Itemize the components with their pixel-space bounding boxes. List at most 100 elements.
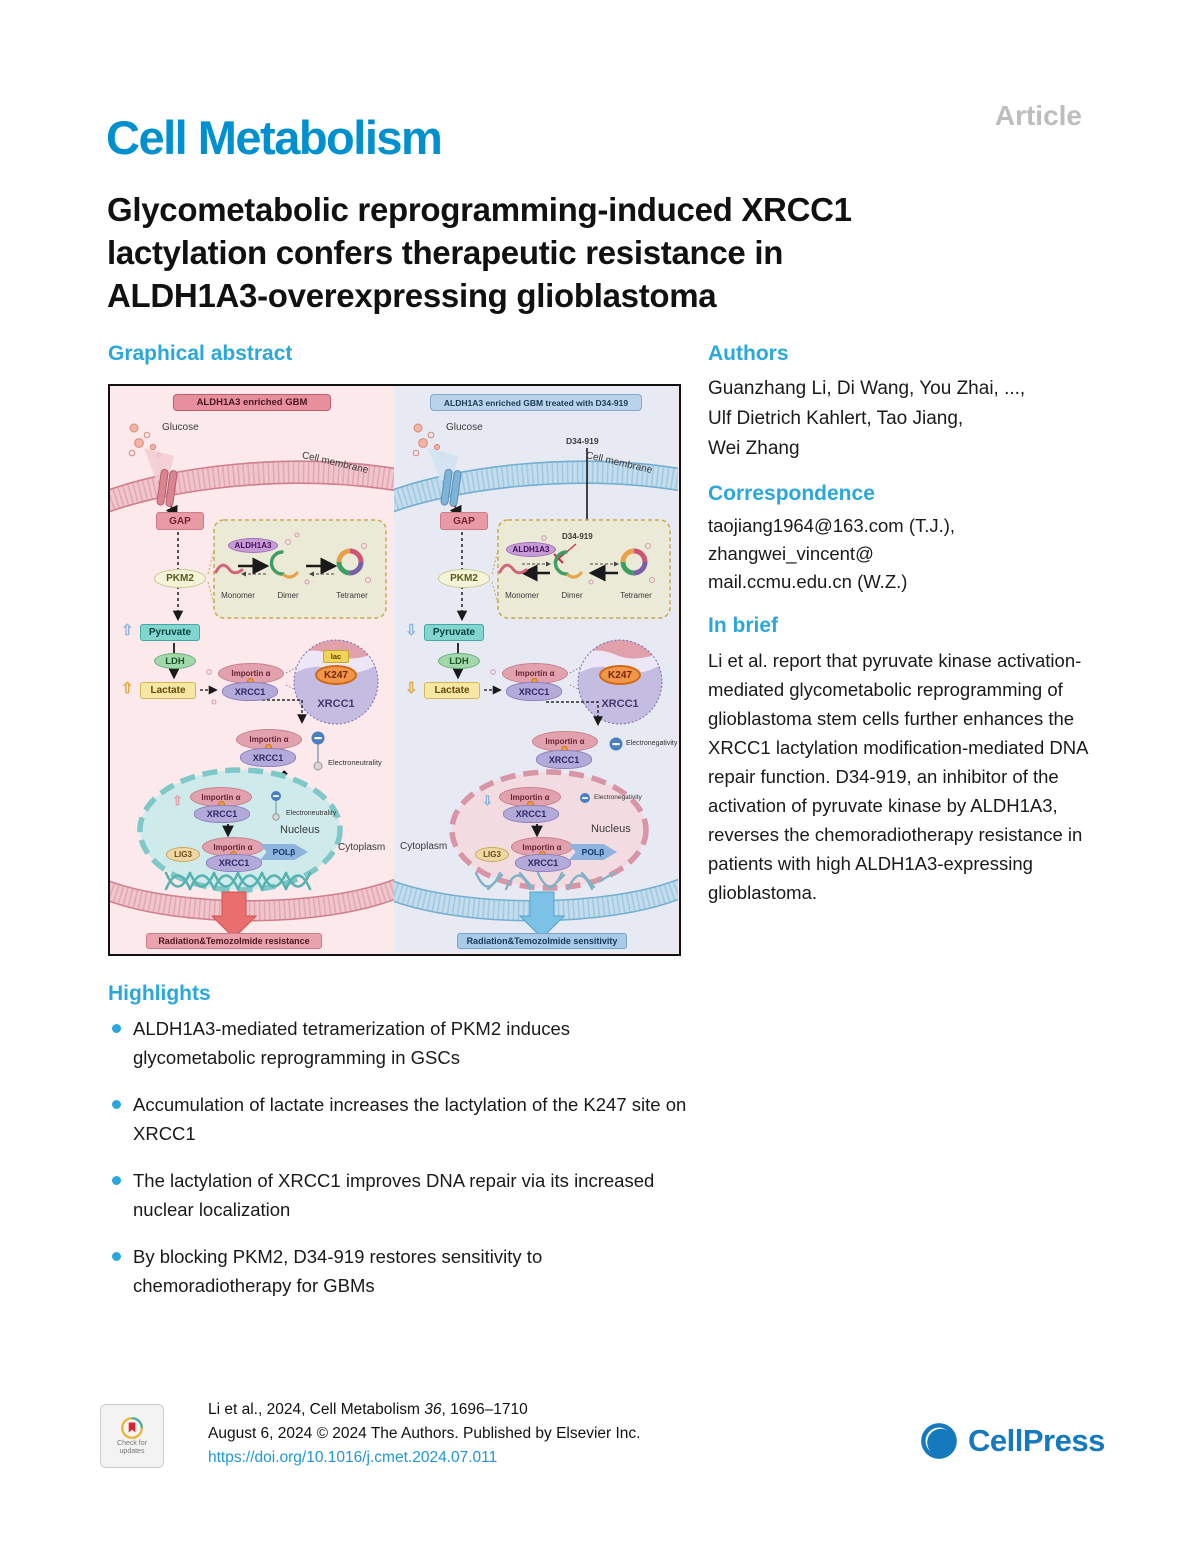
highlight-item: The lactylation of XRCC1 improves DNA re…: [112, 1166, 697, 1224]
highlight-text: The lactylation of XRCC1 improves DNA re…: [133, 1170, 655, 1220]
highlights-heading: Highlights: [108, 982, 211, 1005]
pkm2-dimer-glyph: [269, 550, 299, 579]
increase-arrow-icon: ⇧: [121, 680, 134, 697]
cellpress-logo-text: CellPress: [968, 1423, 1105, 1458]
title-line-3: ALDH1A3-overexpressing glioblastoma: [107, 277, 717, 314]
bullet-icon: [112, 1100, 121, 1109]
minus-pin-icon: [271, 791, 281, 821]
cytoplasm-label: Cytoplasm: [400, 841, 448, 852]
update-badge-text: Check for: [117, 1440, 147, 1447]
lig3-label: LIG3: [166, 847, 200, 862]
resistance-arrow: [210, 891, 258, 939]
xrcc1-blob: XRCC1: [206, 854, 262, 872]
highlight-item: By blocking PKM2, D34-919 restores sensi…: [112, 1242, 697, 1300]
nucleus-label: Nucleus: [280, 824, 320, 836]
cell-membrane-bottom: [110, 878, 394, 922]
pol-beta-label: POLβ: [569, 844, 617, 860]
xrcc1-blob: XRCC1: [194, 805, 250, 823]
ldh-label: LDH: [438, 653, 480, 669]
check-for-updates-icon: [121, 1417, 143, 1439]
pkm2-tetramer-glyph: [620, 548, 648, 576]
aldh1a3-label: ALDH1A3: [228, 538, 278, 553]
tetramer-label: Tetramer: [620, 591, 652, 600]
citation-volume: 36: [424, 1401, 442, 1418]
bullet-icon: [112, 1024, 121, 1033]
xrcc1-blob: XRCC1: [240, 748, 296, 767]
electronegativity-label: Electronegativity: [626, 740, 678, 747]
citation-text: Li et al., 2024, Cell Metabolism: [208, 1401, 425, 1418]
increase-arrow-icon: ⇧: [172, 793, 183, 808]
gap-label: GAP: [156, 512, 204, 530]
pkm2-monomer-glyph: [214, 563, 244, 575]
cytoplasm-label: Cytoplasm: [338, 842, 386, 853]
glucose-label: Glucose: [446, 422, 483, 433]
monomer-label: Monomer: [505, 591, 539, 600]
minus-pin-icon: [311, 731, 325, 771]
pyruvate-label: Pyruvate: [424, 624, 484, 641]
xrcc1-blob: XRCC1: [503, 805, 559, 823]
decrease-arrow-icon: ⇩: [482, 793, 493, 808]
journal-logo: Cell Metabolism: [106, 111, 443, 164]
panel-title-badge: ALDH1A3 enriched GBM: [173, 394, 331, 411]
pol-beta-label: POLβ: [260, 844, 308, 860]
decrease-arrow-icon: ⇩: [405, 622, 418, 639]
electronegativity-label: Electronegativity: [594, 794, 642, 801]
sensitivity-arrow: [518, 891, 566, 939]
citation-block: Li et al., 2024, Cell Metabolism 36, 169…: [208, 1398, 641, 1470]
correspondence-block: taojiang1964@163.com (T.J.), zhangwei_vi…: [708, 512, 1100, 596]
authors-list: Guanzhang Li, Di Wang, You Zhai, ..., Ul…: [708, 374, 1100, 464]
untreated-gbm-panel: ALDH1A3 enriched GBM Glucose Cell membra…: [110, 386, 394, 953]
graphical-abstract-figure: ALDH1A3 enriched GBM Glucose Cell membra…: [108, 384, 681, 956]
xrcc1-zoom-label: XRCC1: [601, 698, 639, 710]
citation-line: Li et al., 2024, Cell Metabolism 36, 169…: [208, 1398, 641, 1422]
update-badge-text: updates: [119, 1448, 145, 1455]
lactate-label: Lactate: [140, 682, 196, 699]
paper-title: Glycometabolic reprogramming-induced XRC…: [107, 188, 852, 317]
cell-membrane-top: [110, 460, 394, 513]
xrcc1-blob: XRCC1: [222, 682, 278, 701]
title-line-2: lactylation confers therapeutic resistan…: [107, 234, 784, 271]
citation-pages: , 1696–1710: [441, 1401, 528, 1418]
electroneutrality-label: Electroneutrality: [286, 810, 337, 817]
in-brief-text: Li et al. report that pyruvate kinase ac…: [708, 650, 1088, 903]
xrcc1-blob: XRCC1: [536, 750, 592, 769]
correspondence-line: taojiang1964@163.com (T.J.),: [708, 515, 956, 536]
graphical-abstract-heading: Graphical abstract: [108, 342, 293, 365]
glucose-label: Glucose: [162, 422, 199, 433]
cell-membrane-top: [394, 460, 678, 513]
dna-helix: [164, 871, 312, 891]
k247-site-label: K247: [599, 665, 641, 685]
highlight-text: ALDH1A3-mediated tetramerization of PKM2…: [133, 1018, 571, 1068]
panel-title-badge: ALDH1A3 enriched GBM treated with D34-91…: [430, 394, 642, 411]
cellpress-logo: CellPress: [918, 1420, 1105, 1462]
pkm2-monomer-glyph: [498, 563, 528, 575]
highlight-item: Accumulation of lactate increases the la…: [112, 1090, 697, 1148]
highlight-text: Accumulation of lactate increases the la…: [133, 1094, 687, 1144]
cellpress-logo-icon: [921, 1423, 957, 1459]
correspondence-line: mail.ccmu.edu.cn (W.Z.): [708, 571, 908, 592]
xrcc1-blob: XRCC1: [515, 854, 571, 872]
pkm2-dimer-glyph: [553, 550, 583, 579]
pyruvate-label: Pyruvate: [140, 624, 200, 641]
check-for-updates-badge[interactable]: Check for updates: [100, 1404, 164, 1468]
bullet-icon: [112, 1252, 121, 1261]
correspondence-heading: Correspondence: [708, 482, 875, 505]
nucleus-label: Nucleus: [591, 823, 631, 835]
pkm2-label: PKM2: [154, 569, 206, 588]
k247-site-label: K247: [315, 665, 357, 685]
aldh1a3-label: ALDH1A3: [506, 542, 556, 557]
monomer-label: Monomer: [221, 591, 255, 600]
doi-link[interactable]: https://doi.org/10.1016/j.cmet.2024.07.0…: [208, 1449, 498, 1466]
sensitivity-badge: Radiation&Temozolmide sensitivity: [457, 933, 627, 949]
dna-broken: [474, 871, 616, 891]
publication-date-line: August 6, 2024 © 2024 The Authors. Publi…: [208, 1425, 641, 1442]
authors-line: Wei Zhang: [708, 438, 800, 459]
tetramer-label: Tetramer: [336, 591, 368, 600]
lactyl-dots: [490, 535, 655, 675]
highlight-item: ALDH1A3-mediated tetramerization of PKM2…: [112, 1014, 697, 1072]
gap-label: GAP: [440, 512, 488, 530]
minus-pin-icon: [609, 737, 623, 751]
d34-919-label: D34-919: [566, 436, 599, 446]
pkm2-label: PKM2: [438, 569, 490, 588]
